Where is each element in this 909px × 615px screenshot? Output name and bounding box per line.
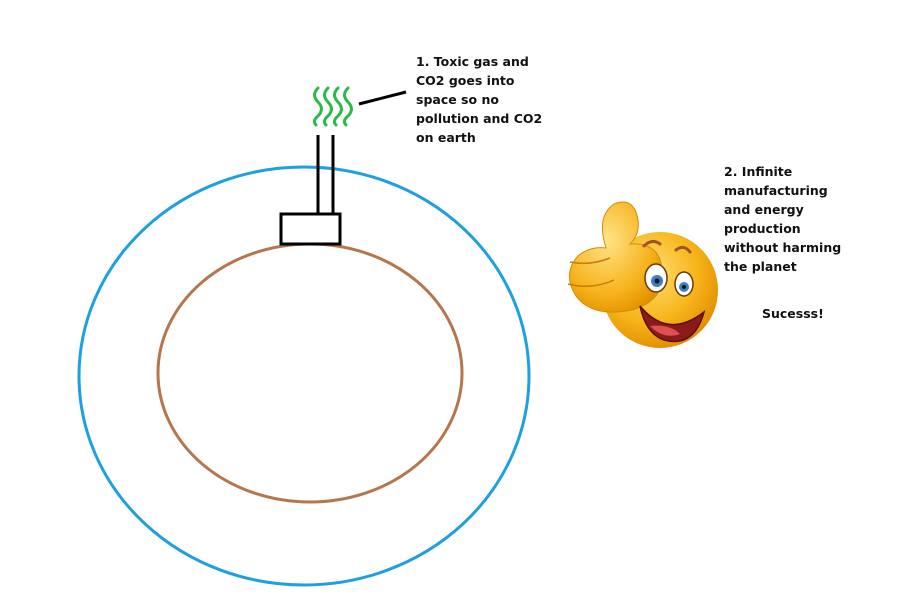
thumbs-up-emoji-icon	[567, 201, 718, 348]
note-infinite-manufacturing: 2. Infinite manufacturing and energy pro…	[724, 164, 842, 274]
note-toxic-gas: 1. Toxic gas and CO2 goes into space so …	[416, 54, 543, 145]
atmosphere-ring	[77, 165, 531, 587]
success-label: Sucesss!	[762, 306, 824, 321]
factory	[279, 135, 342, 246]
callout-line	[358, 90, 407, 106]
gas-wave-icon	[312, 86, 353, 127]
earth-circle	[156, 242, 464, 504]
